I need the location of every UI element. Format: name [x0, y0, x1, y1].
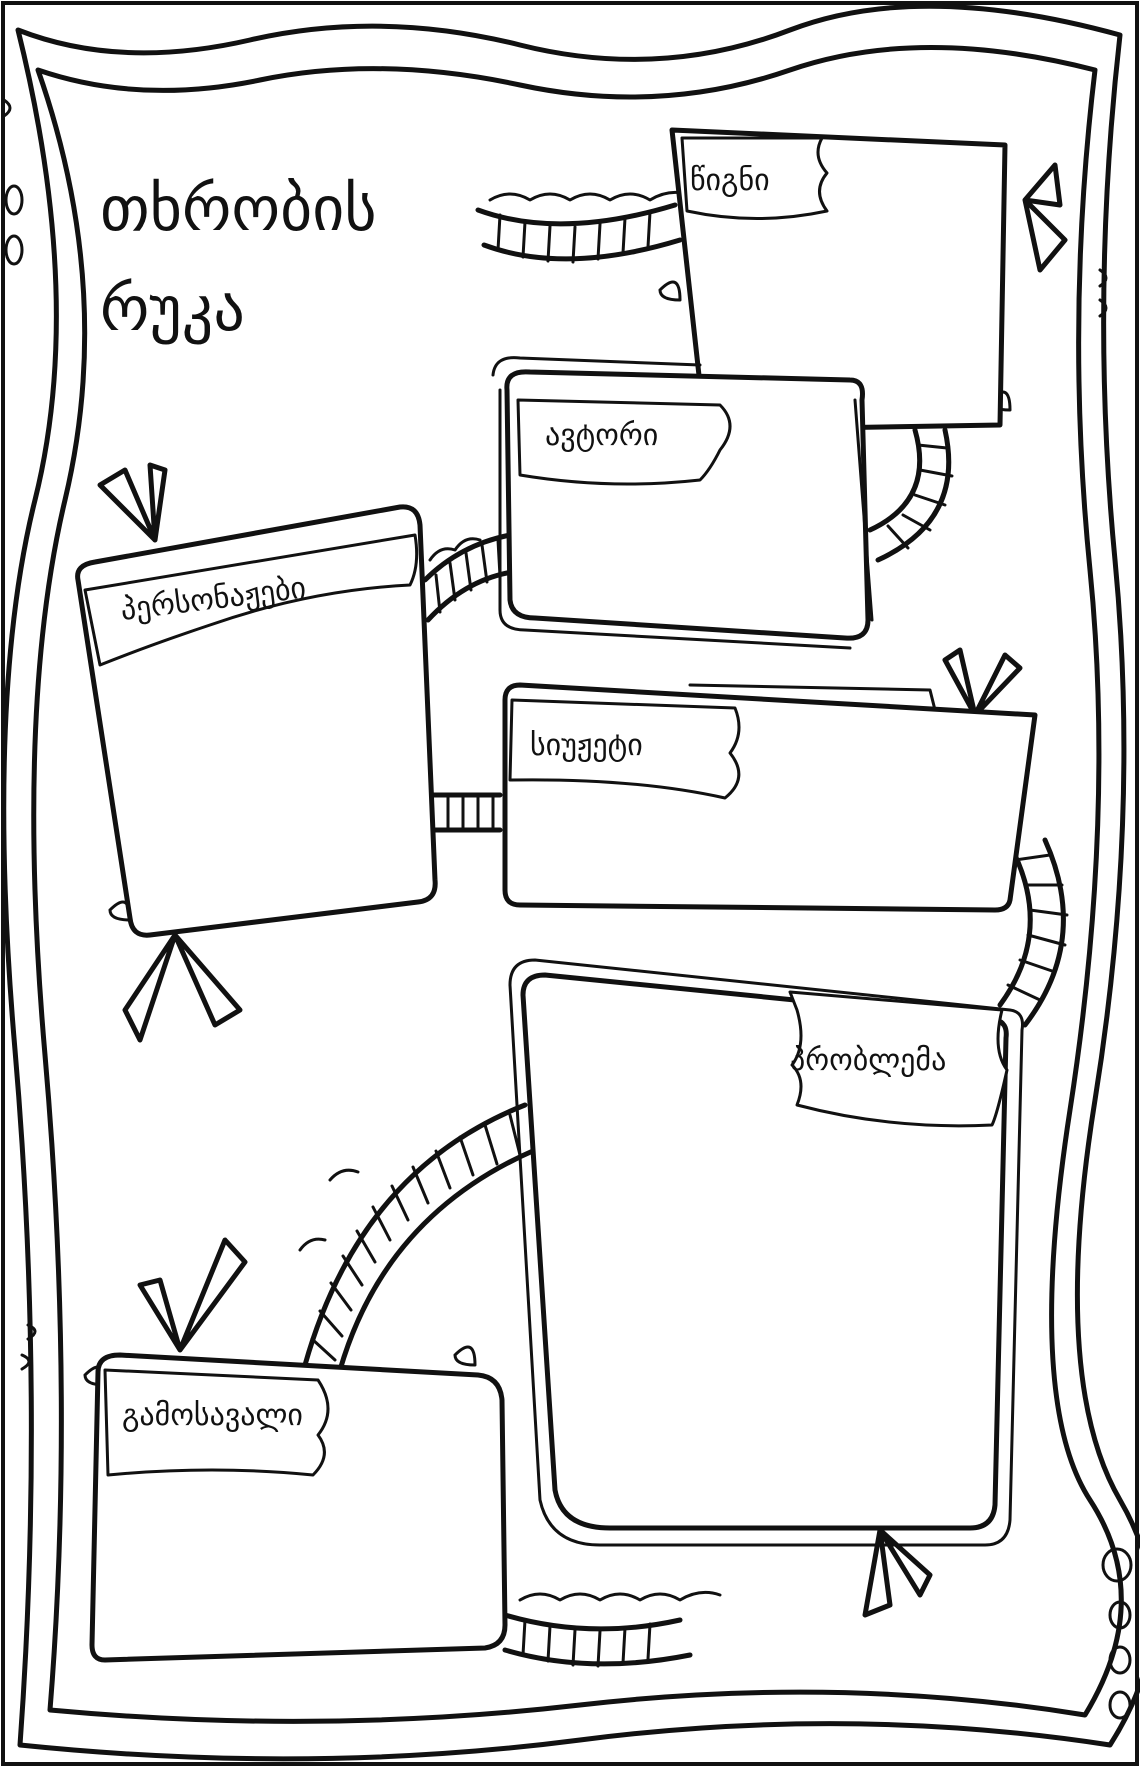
- title-line-1: თხრობის: [100, 172, 377, 245]
- page-title: თხრობის რუკა: [100, 172, 377, 345]
- solution-section: გამოსავალი: [92, 1355, 505, 1660]
- solution-label: გამოსავალი: [122, 1398, 303, 1433]
- characters-section: პერსონაჟები: [78, 507, 436, 935]
- plot-section: სიუჟეტი: [505, 685, 1035, 910]
- author-section: ავტორი: [493, 358, 872, 648]
- problem-section: პრობლემა: [510, 960, 1023, 1545]
- title-line-2: რუკა: [100, 272, 245, 345]
- book-label: წიგნი: [690, 163, 770, 198]
- plot-label: სიუჟეტი: [530, 728, 643, 763]
- problem-label: პრობლემა: [790, 1043, 946, 1078]
- author-label: ავტორი: [545, 418, 658, 453]
